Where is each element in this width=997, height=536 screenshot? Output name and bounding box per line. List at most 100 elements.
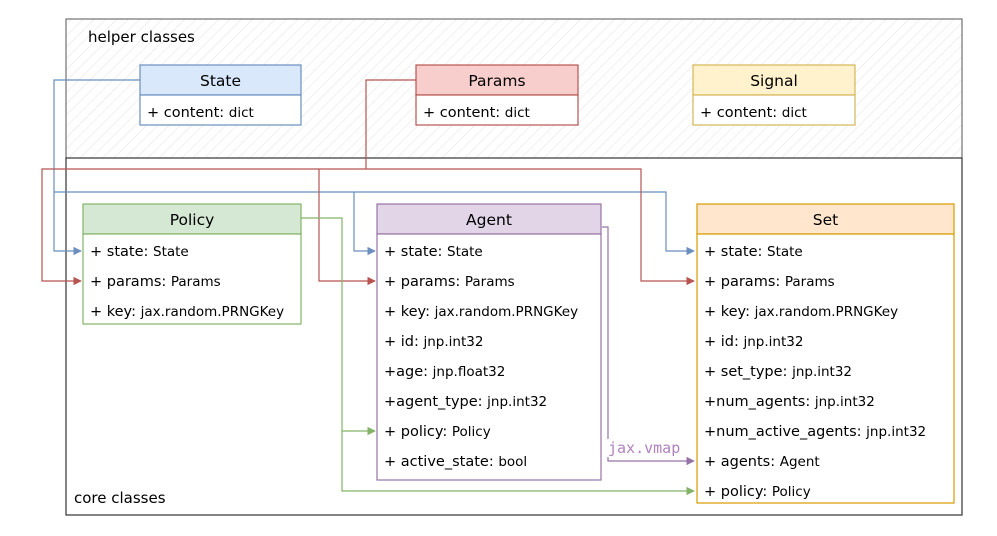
core-classes-label: core classes xyxy=(74,489,166,507)
field-type: Policy xyxy=(452,424,491,440)
class-signal-header-bg xyxy=(692,64,856,96)
field-type: jnp.int32 xyxy=(791,364,852,380)
field-name: + state: xyxy=(704,244,762,260)
class-policy-field-state: + state: State xyxy=(90,244,189,260)
field-type: Agent xyxy=(780,454,820,470)
field-type: Params xyxy=(785,274,835,290)
edge-params-to-policy xyxy=(41,79,416,286)
field-type: jnp.float32 xyxy=(432,364,506,380)
class-policy-body-bg xyxy=(82,233,302,325)
edge-policy-to-set xyxy=(341,431,695,496)
field-type: State xyxy=(153,244,189,260)
field-type: jnp.int32 xyxy=(743,334,804,350)
class-agent-field-agent-type: +agent_type: jnp.int32 xyxy=(384,394,547,410)
class-set-header-bg xyxy=(696,203,955,235)
edge-params-to-agent xyxy=(318,169,376,286)
class-set-field-params: + params: Params xyxy=(704,274,835,290)
helper-classes-label: helper classes xyxy=(88,28,195,46)
class-signal-body-bg xyxy=(692,94,856,126)
class-set-field-agents: + agents: Agent xyxy=(704,454,820,470)
class-agent-field-key: + key: jax.random.PRNGKey xyxy=(384,304,578,320)
field-type: jnp.int32 xyxy=(423,334,484,350)
edge-agent-to-set xyxy=(602,226,695,466)
field-name: +agent_type: xyxy=(384,394,483,410)
class-set-field-key: + key: jax.random.PRNGKey xyxy=(704,304,898,320)
field-name: + active_state: xyxy=(384,454,494,470)
field-name: + state: xyxy=(384,244,442,260)
field-type: jax.random.PRNGKey xyxy=(434,304,579,320)
class-agent-field-params: + params: Params xyxy=(384,274,515,290)
class-policy-header-bg xyxy=(82,203,302,235)
class-params-title: Params xyxy=(468,72,525,90)
class-state-title: State xyxy=(200,72,241,90)
class-set-field-num-agents: +num_agents: jnp.int32 xyxy=(704,394,875,410)
field-name: + set_type: xyxy=(704,364,787,380)
class-agent: Agent + state: State + params: Params + … xyxy=(376,203,602,481)
class-set-title: Set xyxy=(813,211,838,229)
class-state-field: + content: dict xyxy=(147,105,254,121)
class-set-field-set-type: + set_type: jnp.int32 xyxy=(704,364,852,380)
field-type: Params xyxy=(171,274,221,290)
field-type: Policy xyxy=(772,484,811,500)
field-name: + id: xyxy=(384,334,419,350)
edge-params-to-set xyxy=(366,168,695,286)
field-name: + policy: xyxy=(704,484,767,500)
field-type: jnp.int32 xyxy=(814,394,875,410)
class-agent-field-policy: + policy: Policy xyxy=(384,424,491,440)
class-signal-field: + content: dict xyxy=(700,105,807,121)
field-name: + agents: xyxy=(704,454,775,470)
field-name: + policy: xyxy=(384,424,447,440)
field-name: + key: xyxy=(90,304,136,320)
field-name: + state: xyxy=(90,244,148,260)
class-set: Set + state: State + params: Params + ke… xyxy=(696,203,955,504)
field-name: + key: xyxy=(704,304,750,320)
class-set-field-policy: + policy: Policy xyxy=(704,484,811,500)
class-set-field-state: + state: State xyxy=(704,244,803,260)
field-name: +age: xyxy=(384,364,428,380)
class-state: State + content: dict xyxy=(139,64,302,126)
field-type: jnp.int32 xyxy=(865,424,926,440)
class-policy-title: Policy xyxy=(170,211,215,229)
field-type: jax.random.PRNGKey xyxy=(140,304,285,320)
edge-policy-to-agent xyxy=(301,217,376,436)
field-name: + content: xyxy=(423,105,500,121)
field-type: jnp.int32 xyxy=(486,394,547,410)
field-type: dict xyxy=(782,105,807,121)
class-signal-title: Signal xyxy=(750,72,798,90)
edge-state-to-policy xyxy=(53,79,140,256)
class-agent-field-age: +age: jnp.float32 xyxy=(384,364,505,380)
field-type: bool xyxy=(498,454,527,470)
class-agent-field-active-state: + active_state: bool xyxy=(384,454,527,470)
class-params-body-bg xyxy=(415,94,579,126)
class-signal: Signal + content: dict xyxy=(692,64,856,126)
field-type: State xyxy=(447,244,483,260)
field-name: + id: xyxy=(704,334,739,350)
class-policy-field-params: + params: Params xyxy=(90,274,221,290)
class-agent-title: Agent xyxy=(466,211,512,229)
edge-state-to-set xyxy=(354,191,695,256)
class-state-body-bg xyxy=(139,94,302,126)
class-policy: Policy + state: State + params: Params +… xyxy=(82,203,302,325)
field-type: jax.random.PRNGKey xyxy=(754,304,899,320)
edge-state-to-agent xyxy=(54,191,376,256)
class-agent-header-bg xyxy=(376,203,602,235)
jax-vmap-label: jax.vmap xyxy=(608,439,680,457)
field-name: + content: xyxy=(147,105,224,121)
field-type: dict xyxy=(505,105,530,121)
class-agent-field-id: + id: jnp.int32 xyxy=(384,334,483,350)
field-name: + params: xyxy=(90,274,166,290)
connectors xyxy=(41,79,695,496)
field-name: + params: xyxy=(384,274,460,290)
class-agent-field-state: + state: State xyxy=(384,244,483,260)
vmap-label-bg xyxy=(606,439,688,457)
field-type: Params xyxy=(465,274,515,290)
class-agent-body-bg xyxy=(376,233,602,481)
class-set-body-bg xyxy=(696,233,955,504)
field-name: + params: xyxy=(704,274,780,290)
class-policy-field-key: + key: jax.random.PRNGKey xyxy=(90,304,284,320)
class-set-field-num-active-agents: +num_active_agents: jnp.int32 xyxy=(704,424,926,440)
field-name: +num_active_agents: xyxy=(704,424,862,440)
class-params-field: + content: dict xyxy=(423,105,530,121)
field-type: dict xyxy=(229,105,254,121)
